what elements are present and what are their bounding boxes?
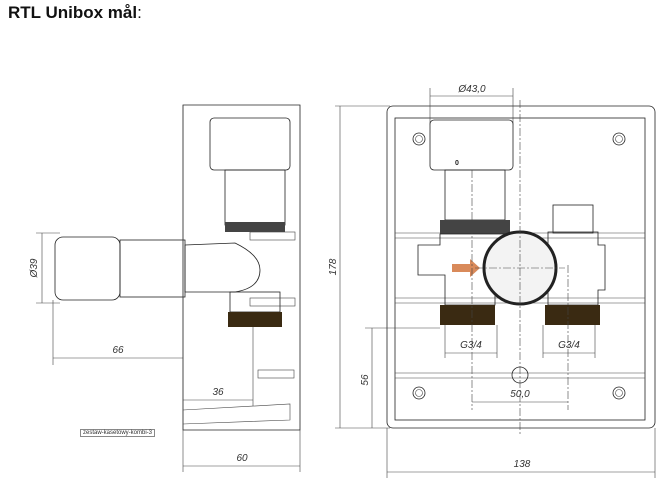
dim-head-length: 66 <box>112 345 124 356</box>
dim-height: 178 <box>328 258 339 275</box>
side-box-outline <box>182 104 301 431</box>
dim-outlet-spacing: 50,0 <box>510 389 530 400</box>
dim-knob-diameter-line <box>429 88 514 125</box>
side-knob <box>209 117 291 171</box>
dim-box-depth: 60 <box>236 453 248 464</box>
dim-thread-right-line <box>542 325 596 358</box>
dim-head-length-line <box>52 105 184 472</box>
dim-outlet-depth-line <box>183 327 254 406</box>
mounting-holes <box>412 132 626 400</box>
title-text: RTL Unibox mål <box>8 3 138 22</box>
left-thread <box>440 305 495 325</box>
front-box-outline <box>386 105 656 429</box>
title-colon: : <box>137 3 142 22</box>
side-box-rib <box>257 369 295 379</box>
right-valve-cap <box>552 204 594 234</box>
flow-arrow-icon <box>452 259 480 277</box>
dim-outlet-depth: 36 <box>212 387 224 398</box>
side-stem <box>224 169 286 226</box>
page-title: RTL Unibox mål: <box>8 3 142 23</box>
side-stem-ring <box>225 222 285 232</box>
side-thread <box>228 312 282 327</box>
right-thread <box>545 305 600 325</box>
drawing-caption: zestaw-kasetowy-kombi-3 <box>80 429 156 437</box>
thermostat-body-side <box>119 239 186 298</box>
dim-diameter-head: Ø39 <box>29 258 40 278</box>
thermostat-head-side <box>54 236 121 301</box>
dim-height-line <box>335 105 390 429</box>
side-box-flange <box>182 403 291 425</box>
dim-outlet-height: 56 <box>360 374 371 386</box>
dim-width: 138 <box>514 459 531 470</box>
dim-thread-right: G3/4 <box>558 340 580 351</box>
side-valve-body <box>184 242 261 293</box>
dim-thread-left: G3/4 <box>460 340 482 351</box>
front-stem <box>444 169 506 221</box>
side-valve-neck <box>229 291 281 313</box>
front-stem-ring <box>440 220 510 234</box>
front-view: 0 Ø43,0 178 56 G3/4 G3/4 50,0 138 <box>328 84 656 478</box>
front-knob <box>429 119 514 171</box>
side-view: Ø39 66 36 60 <box>29 104 301 472</box>
center-lines <box>471 100 569 435</box>
dim-diameter-head-line <box>36 232 60 304</box>
knob-label: 0 <box>455 160 459 167</box>
screw-top <box>249 231 296 241</box>
dim-outlet-height-line <box>365 327 440 428</box>
dim-thread-left-line <box>444 325 498 358</box>
dim-knob-diameter: Ø43,0 <box>457 84 486 95</box>
screw-bottom <box>249 297 296 307</box>
dim-width-line <box>386 428 656 478</box>
dim-box-depth-line <box>183 430 301 472</box>
